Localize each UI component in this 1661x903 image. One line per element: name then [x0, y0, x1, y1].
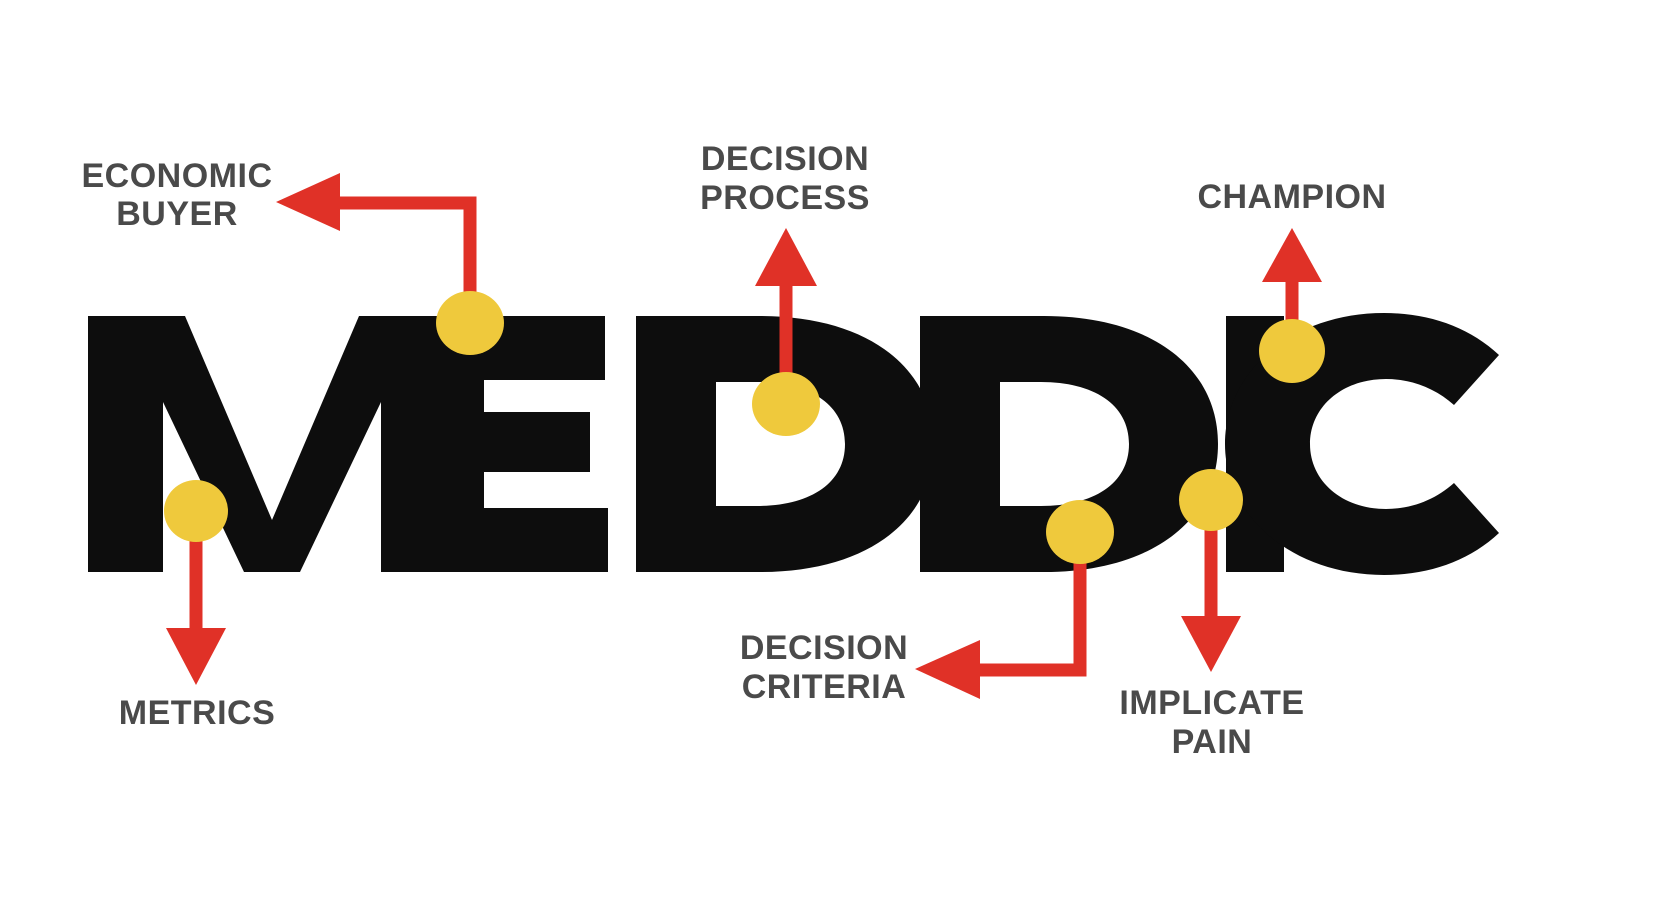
- letter-m: [88, 316, 456, 572]
- label-decision-process-line1: DECISION: [701, 140, 869, 178]
- dot-decision-criteria[interactable]: [1046, 500, 1114, 564]
- dot-champion[interactable]: [1259, 319, 1325, 383]
- label-decision-process-line2: PROCESS: [700, 179, 870, 217]
- arrow-decision-criteria-line: [978, 536, 1087, 677]
- label-economic-buyer-line2: BUYER: [116, 195, 238, 233]
- dot-implicate-pain[interactable]: [1179, 469, 1243, 531]
- letter-e: [408, 316, 608, 572]
- dot-economic-buyer[interactable]: [436, 291, 504, 355]
- label-champion: CHAMPION: [1197, 178, 1386, 216]
- letter-d-2: [920, 316, 1218, 572]
- label-champion-line1: CHAMPION: [1197, 178, 1386, 216]
- label-economic-buyer: ECONOMIC BUYER: [82, 157, 273, 233]
- dot-metrics[interactable]: [164, 480, 228, 542]
- arrow-decision-criteria: [915, 536, 1087, 699]
- label-decision-process: DECISION PROCESS: [700, 140, 870, 217]
- arrow-metrics: [166, 520, 226, 685]
- label-implicate-pain-line2: PAIN: [1172, 723, 1253, 761]
- label-implicate-pain-line1: IMPLICATE: [1119, 684, 1304, 722]
- label-metrics-line1: METRICS: [119, 694, 276, 732]
- letter-d-1: [636, 316, 934, 572]
- arrow-economic-buyer-line: [335, 196, 477, 320]
- label-decision-criteria-line1: DECISION: [740, 629, 908, 667]
- arrow-implicate-pain-head: [1181, 616, 1241, 672]
- arrow-champion-head: [1262, 228, 1322, 282]
- arrow-metrics-head: [166, 628, 226, 685]
- label-decision-criteria: DECISION CRITERIA: [740, 629, 908, 706]
- label-implicate-pain: IMPLICATE PAIN: [1119, 684, 1304, 761]
- arrow-decision-process-head: [755, 228, 817, 286]
- arrow-decision-criteria-head: [915, 640, 980, 699]
- dot-decision-process[interactable]: [752, 372, 820, 436]
- meddic-wordmark: [88, 313, 1499, 575]
- arrow-economic-buyer: [276, 173, 477, 320]
- arrow-economic-buyer-head: [276, 173, 340, 231]
- label-metrics: METRICS: [119, 694, 276, 732]
- label-economic-buyer-line1: ECONOMIC: [82, 157, 273, 195]
- label-decision-criteria-line2: CRITERIA: [742, 668, 907, 706]
- meddic-dot-group: [164, 291, 1325, 564]
